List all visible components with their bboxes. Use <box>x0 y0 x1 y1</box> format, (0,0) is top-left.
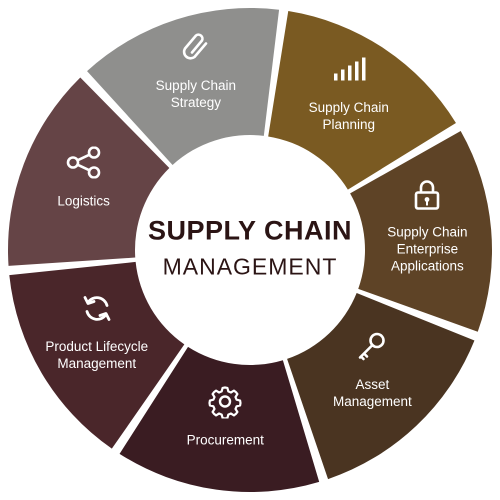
center-title: SUPPLY CHAIN <box>147 215 353 246</box>
gear-icon <box>208 385 242 424</box>
center-circle <box>137 137 363 363</box>
segment-label: Product Lifecycle Management <box>45 338 149 371</box>
segment-3 <box>287 293 475 480</box>
segment-label: Supply Chain Enterprise Applications <box>387 224 468 274</box>
segment-label: Procurement <box>186 432 264 448</box>
segment-5 <box>9 261 185 449</box>
center-subtitle: MANAGEMENT <box>162 253 338 280</box>
segment-label: Asset Management <box>332 377 412 410</box>
segments-layer <box>8 8 492 492</box>
segment-7 <box>87 8 280 165</box>
paperclip-icon <box>180 32 212 69</box>
segment-label: Logistics <box>57 193 110 209</box>
lock-icon <box>414 178 440 215</box>
segment-4 <box>119 346 320 492</box>
key-icon <box>356 331 388 368</box>
segment-2 <box>350 130 492 332</box>
segment-1 <box>268 11 456 190</box>
refresh-icon <box>81 292 113 329</box>
segment-label: Supply Chain Planning <box>308 99 389 132</box>
signal-bars-icon <box>332 57 366 86</box>
segment-label: Supply Chain Strategy <box>155 78 236 111</box>
share-icon <box>66 145 102 183</box>
